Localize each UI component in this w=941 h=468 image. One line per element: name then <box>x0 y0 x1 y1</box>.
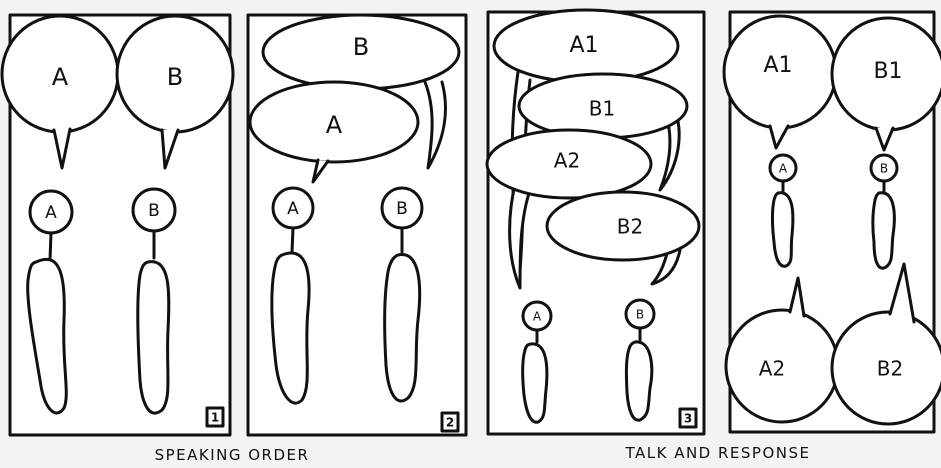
caption-talk-and-response: TALK AND RESPONSE <box>624 444 810 462</box>
panel-4-balloon-a2-label: A2 <box>759 357 785 381</box>
panel-1-balloon-a-label: A <box>52 63 69 91</box>
panel-4-balloon-b1-label: B1 <box>873 59 902 84</box>
panel-3-speaker-a-label: A <box>533 310 542 324</box>
panel-3-number: 3 <box>684 412 692 426</box>
panel-1-speaker-a-label: A <box>45 203 57 223</box>
panel-4-speaker-a-label: A <box>779 162 788 176</box>
panel-1-speaker-b <box>133 189 175 413</box>
panel-1 <box>2 15 233 435</box>
panel-1-number: 1 <box>211 411 219 425</box>
caption-speaking-order: SPEAKING ORDER <box>155 446 310 464</box>
panel-4-speaker-b-label: B <box>880 162 888 176</box>
panel-2-number: 2 <box>446 416 454 430</box>
panel-2-speaker-b-label: B <box>396 199 408 219</box>
panel-3-balloon-b2-label: B2 <box>617 215 643 239</box>
panel-3 <box>487 10 704 434</box>
panel-3-balloon-b1-label: B1 <box>589 97 615 121</box>
panel-4-balloon-a1-label: A1 <box>763 53 792 78</box>
panel-2-speaker-b <box>382 188 422 401</box>
panel-2-balloon-a-label: A <box>326 111 343 139</box>
panel-2-speaker-a <box>272 188 313 403</box>
panel-4 <box>724 12 941 432</box>
panel-2-balloon-b-label: B <box>353 33 369 61</box>
panel-3-speaker-b-label: B <box>636 308 644 322</box>
panel-1-balloon-b-label: B <box>167 63 183 91</box>
panel-4-balloon-b2-label: B2 <box>877 357 903 381</box>
panel-3-balloon-a1-label: A1 <box>569 33 598 58</box>
panel-2 <box>248 15 466 435</box>
panel-2-speaker-a-label: A <box>287 199 299 219</box>
panel-3-balloon-a2-label: A2 <box>554 149 580 173</box>
panel-1-speaker-b-label: B <box>148 201 160 221</box>
